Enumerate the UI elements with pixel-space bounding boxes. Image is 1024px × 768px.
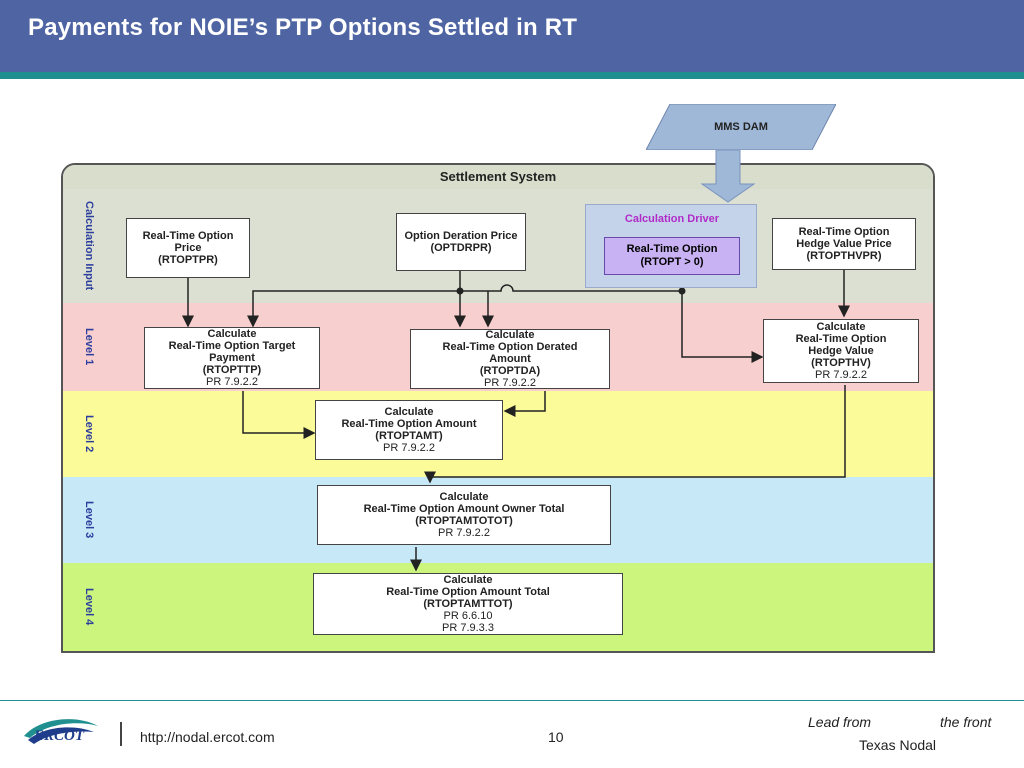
calc-rtopthv: Calculate Real-Time Option Hedge Value (… xyxy=(763,319,919,383)
calc-rtopthv-line-2: Real-Time Option xyxy=(795,333,887,345)
calc-rtoptamttot-pr-1: PR 6.6.10 xyxy=(443,610,493,622)
calc-rtoptamttot-line-2: Real-Time Option Amount Total xyxy=(386,586,550,598)
page-number: 10 xyxy=(548,729,564,745)
calculation-driver-label: Calculation Driver xyxy=(624,213,720,225)
page-title: Payments for NOIE’s PTP Options Settled … xyxy=(28,14,578,41)
calc-rtoptamtotot: Calculate Real-Time Option Amount Owner … xyxy=(317,485,611,545)
calc-rtopttp-line-3: Payment xyxy=(209,352,255,364)
input-rtopthvpr-line-2: Hedge Value Price xyxy=(796,238,892,250)
input-rtoptpr-line-1: Real-Time Option xyxy=(142,230,234,242)
calc-rtoptamttot-line-3: (RTOPTAMTTOT) xyxy=(423,598,513,610)
mms-dam-arrow xyxy=(700,150,756,203)
input-rtopthvpr-line-3: (RTOPTHVPR) xyxy=(806,250,882,262)
calc-rtopthv-line-4: (RTOPTHV) xyxy=(811,357,871,369)
mms-dam-label: MMS DAM xyxy=(714,121,768,133)
settlement-system: Settlement System Calculation Input Leve… xyxy=(61,163,935,653)
input-rtopthvpr-line-1: Real-Time Option xyxy=(798,226,890,238)
arrow-rtopttp-to-rtoptamt xyxy=(242,391,316,439)
calc-rtopttp-line-2: Real-Time Option Target xyxy=(168,340,296,352)
input-optdrpr-line-2: (OPTDRPR) xyxy=(430,242,492,254)
calculation-driver: Calculation Driver Real-Time Option (RTO… xyxy=(585,204,757,288)
mms-dam-source: MMS DAM xyxy=(645,103,837,151)
calc-rtoptamttot: Calculate Real-Time Option Amount Total … xyxy=(313,573,623,635)
calc-rtopthv-pr: PR 7.9.2.2 xyxy=(815,369,867,381)
input-optdrpr-line-1: Option Deration Price xyxy=(404,230,518,242)
arrow-rtopthv-to-rtoptamt xyxy=(424,385,846,484)
footer-divider xyxy=(0,700,1024,701)
junction-dot-right xyxy=(678,287,686,295)
tagline-lead-from: Lead from xyxy=(808,714,872,730)
calc-rtoptamt-pr: PR 7.9.2.2 xyxy=(383,442,435,454)
arrow-rtoptda-to-rtoptamt xyxy=(503,391,546,417)
calc-rtopttp-pr: PR 7.9.2.2 xyxy=(206,376,258,388)
calculation-driver-line-1: Real-Time Option xyxy=(626,243,718,255)
tagline-the-front: the front xyxy=(940,714,992,730)
band-label-level-1: Level 1 xyxy=(83,328,95,366)
calc-rtopttp-line-1: Calculate xyxy=(207,328,257,340)
band-label-level-4: Level 4 xyxy=(83,588,95,626)
calc-rtoptda-line-2: Real-Time Option Derated xyxy=(442,341,578,353)
header-bar xyxy=(0,0,1024,72)
footer-url[interactable]: http://nodal.ercot.com xyxy=(140,729,275,745)
input-rtoptpr-line-2: Price xyxy=(174,242,202,254)
calc-rtoptda: Calculate Real-Time Option Derated Amoun… xyxy=(410,329,610,389)
arrow-driver-to-rtopthv xyxy=(681,291,764,363)
line-driver-to-level1 xyxy=(247,270,683,328)
calculation-driver-line-2: (RTOPT > 0) xyxy=(640,256,704,268)
input-rtoptpr: Real-Time Option Price (RTOPTPR) xyxy=(126,218,250,278)
footer-separator xyxy=(120,722,122,746)
band-label-level-2: Level 2 xyxy=(83,415,95,453)
calc-rtoptamttot-pr-2: PR 7.9.3.3 xyxy=(442,622,494,634)
ercot-logo-text: ERCOT xyxy=(34,728,85,744)
calc-rtoptamtotot-line-2: Real-Time Option Amount Owner Total xyxy=(363,503,565,515)
ercot-logo-icon xyxy=(24,719,98,744)
calculation-driver-rtopt: Real-Time Option (RTOPT > 0) xyxy=(604,237,740,275)
calc-rtoptda-line-4: (RTOPTDA) xyxy=(479,365,541,377)
calc-rtoptamtotot-pr: PR 7.9.2.2 xyxy=(438,527,490,539)
settlement-system-title: Settlement System xyxy=(63,165,933,189)
calc-rtoptda-line-3: Amount xyxy=(489,353,531,365)
header-stripe xyxy=(0,72,1024,79)
band-label-level-3: Level 3 xyxy=(83,501,95,539)
calc-rtoptamttot-line-1: Calculate xyxy=(443,574,493,586)
calc-rtoptamt-line-1: Calculate xyxy=(384,406,434,418)
input-rtoptpr-line-3: (RTOPTPR) xyxy=(158,254,218,266)
calc-rtoptamtotot-line-3: (RTOPTAMTOTOT) xyxy=(415,515,513,527)
input-optdrpr: Option Deration Price (OPTDRPR) xyxy=(396,213,526,271)
calc-rtoptamt-line-2: Real-Time Option Amount xyxy=(341,418,477,430)
flow-connectors xyxy=(182,267,850,572)
calc-rtoptamt-line-3: (RTOPTAMT) xyxy=(375,430,443,442)
calc-rtopttp-line-4: (RTOPTTP) xyxy=(202,364,262,376)
calc-rtoptamtotot-line-1: Calculate xyxy=(439,491,489,503)
calc-rtoptda-pr: PR 7.9.2.2 xyxy=(484,377,536,389)
junction-dot-left xyxy=(456,287,464,295)
calc-rtoptamt: Calculate Real-Time Option Amount (RTOPT… xyxy=(315,400,503,460)
calc-rtoptda-line-1: Calculate xyxy=(485,329,535,341)
band-label-calculation-input: Calculation Input xyxy=(83,201,95,291)
tagline-texas-nodal: Texas Nodal xyxy=(859,737,937,753)
calc-rtopthv-line-3: Hedge Value xyxy=(808,345,874,357)
calc-rtopthv-line-1: Calculate xyxy=(816,321,866,333)
calc-rtopttp: Calculate Real-Time Option Target Paymen… xyxy=(144,327,320,389)
input-rtopthvpr: Real-Time Option Hedge Value Price (RTOP… xyxy=(772,218,916,270)
